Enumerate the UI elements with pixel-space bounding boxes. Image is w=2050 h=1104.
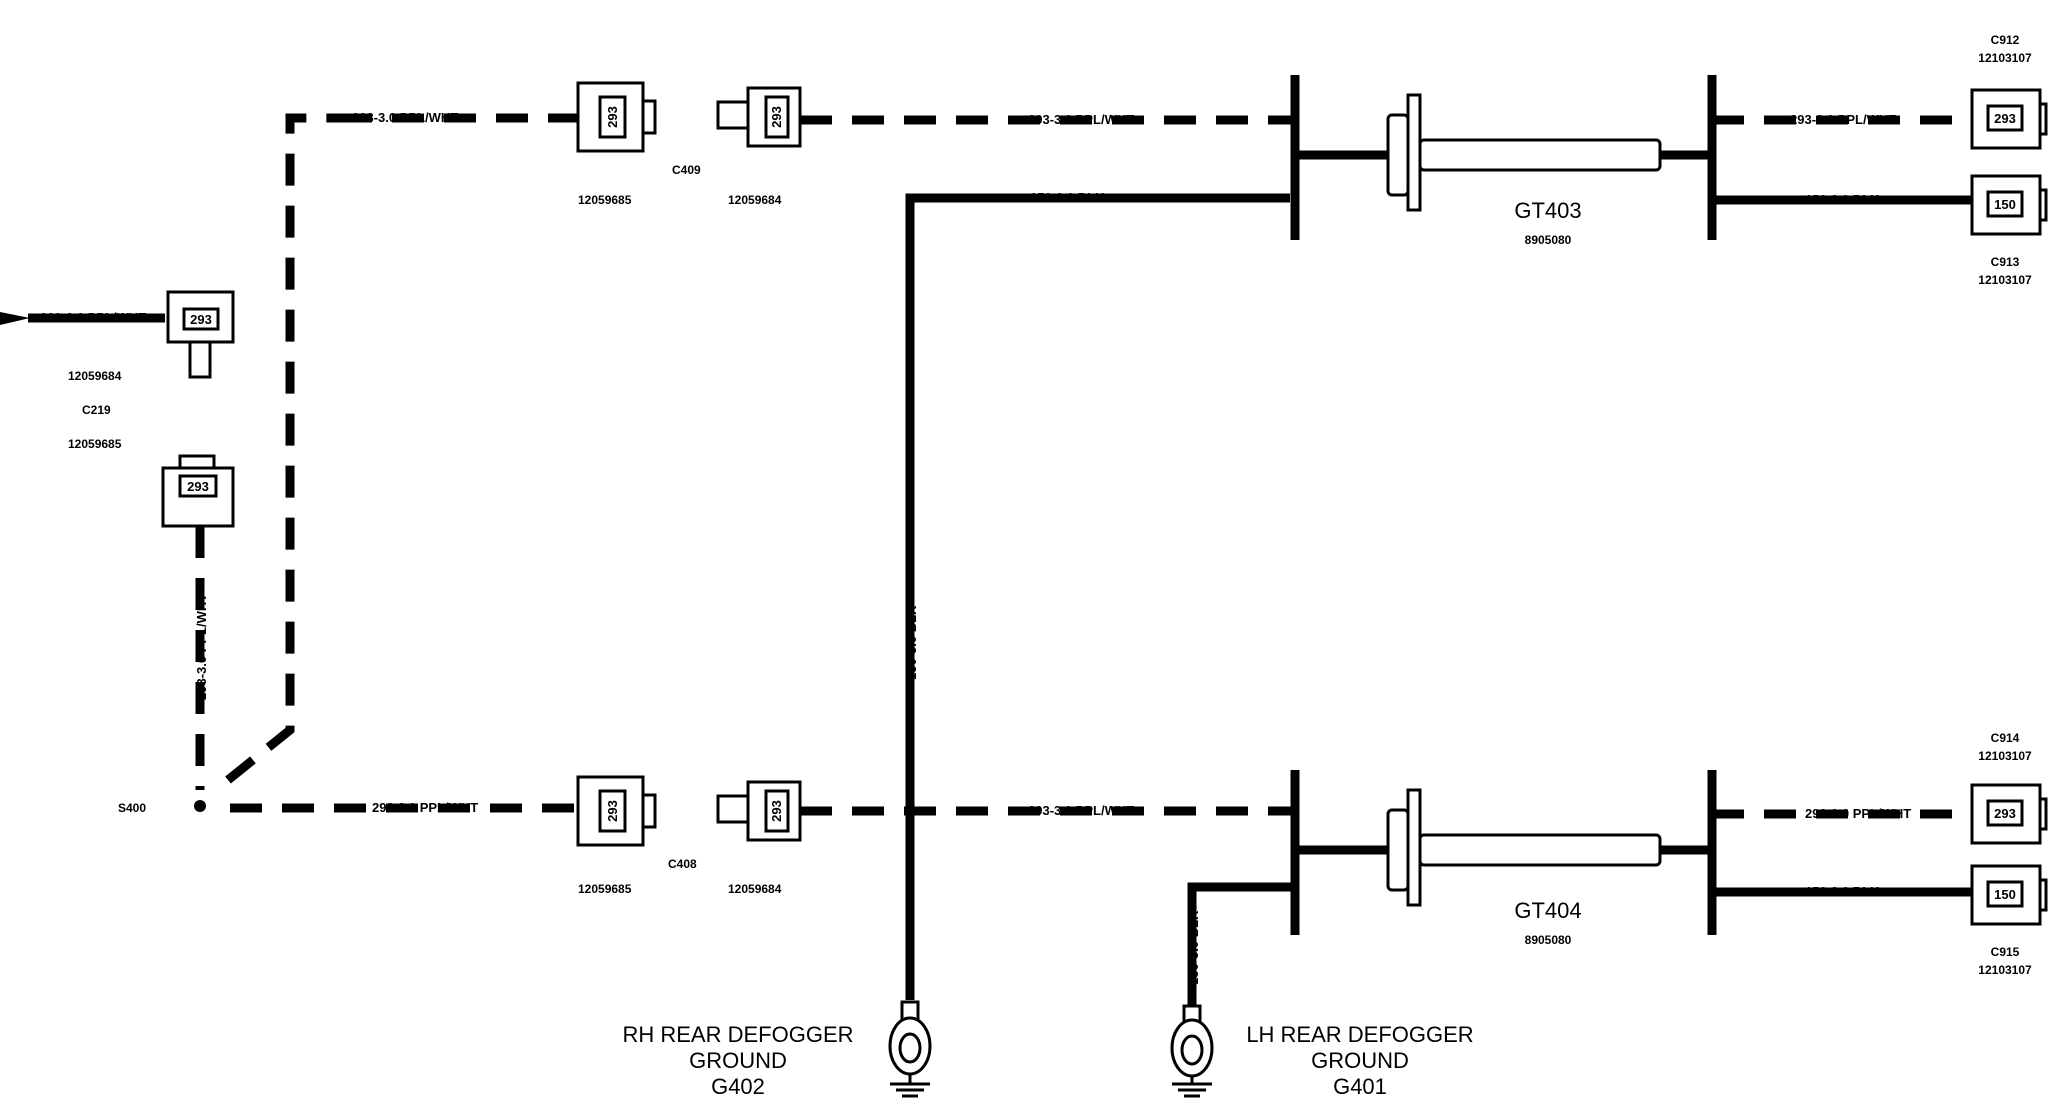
terminal-gt404 <box>1290 770 1717 935</box>
c915-id: C915 <box>1991 945 2020 959</box>
c408-id: C408 <box>668 857 697 871</box>
c219-bottom-pin: 293 <box>187 479 209 494</box>
c914-pin: 293 <box>1994 806 2016 821</box>
wire-splice-to-top <box>225 113 340 784</box>
c408-left-pin: 293 <box>605 800 620 822</box>
gt404-part: 8905080 <box>1525 933 1572 947</box>
wire-label-blk-vertical-lh: 150-3.0 BLK <box>1186 910 1201 985</box>
c409-part-left: 12059685 <box>578 193 632 207</box>
gt403-part: 8905080 <box>1525 233 1572 247</box>
gt404-id: GT404 <box>1514 898 1581 923</box>
c219-top-pin: 293 <box>190 312 212 327</box>
c408-right-pin: 293 <box>769 800 784 822</box>
wire-gt403-to-g402 <box>905 193 1290 1000</box>
c915-pin: 150 <box>1994 887 2016 902</box>
gt403-id: GT403 <box>1514 198 1581 223</box>
g402-label-line1: RH REAR DEFOGGER <box>622 1022 853 1047</box>
c219-id: C219 <box>82 403 111 417</box>
c409-left-pin: 293 <box>605 106 620 128</box>
wire-gt404-to-g401 <box>1187 882 1295 1010</box>
input-arrow <box>0 312 165 325</box>
wire-label-blk-vertical-rh: 150-3.0 BLK <box>904 605 919 680</box>
connector-c915 <box>1970 864 2048 926</box>
connector-c913 <box>1970 174 2048 236</box>
c913-pin: 150 <box>1994 197 2016 212</box>
connector-c912 <box>1970 88 2048 150</box>
g401-label-line2: GROUND <box>1311 1048 1409 1073</box>
wire-label-bottom-left: 293-3.0 PPL/WHT <box>372 800 478 815</box>
c913-id: C913 <box>1991 255 2020 269</box>
c219-part-top: 12059684 <box>68 369 122 383</box>
wire-label-top-right: 293-3.0 PPL/WHT <box>1028 112 1134 127</box>
c409-part-right: 12059684 <box>728 193 782 207</box>
c914-id: C914 <box>1991 731 2020 745</box>
c915-part: 12103107 <box>1978 963 2032 977</box>
splice-label: S400 <box>118 801 146 815</box>
wire-label-c914: 293-3.0 PPL/WHT <box>1805 806 1911 821</box>
connector-c219-top <box>166 290 235 379</box>
connector-c409-female <box>576 81 657 153</box>
g401-label-line1: LH REAR DEFOGGER <box>1246 1022 1473 1047</box>
g401-id: G401 <box>1333 1074 1387 1099</box>
wire-label-top-left: 293-3.0 PPL/WHT <box>352 110 458 125</box>
wire-label-c219-vertical: 293-3.0 PPL/WHT <box>194 594 209 700</box>
c409-id: C409 <box>672 163 701 177</box>
wire-label-bottom-right: 293-3.0 PPL/WHT <box>1028 803 1134 818</box>
c219-part-bottom: 12059685 <box>68 437 122 451</box>
connector-c219-bottom <box>161 454 235 528</box>
g402-id: G402 <box>711 1074 765 1099</box>
connector-c914 <box>1970 783 2048 845</box>
wire-label-blk-top: 150-3.0 BLK <box>1030 190 1105 205</box>
ground-g401-icon <box>1170 1004 1214 1098</box>
wire-label-c915: 150-3.0 BLK <box>1805 884 1880 899</box>
connector-c408-female <box>576 775 657 847</box>
g402-label-line2: GROUND <box>689 1048 787 1073</box>
ground-g402-icon <box>888 1000 932 1098</box>
c912-part: 12103107 <box>1978 51 2032 65</box>
wire-label-c913: 150-3.0 BLK <box>1805 192 1880 207</box>
c409-right-pin: 293 <box>769 106 784 128</box>
c408-part-right: 12059684 <box>728 882 782 896</box>
wire-label-c912: 293-3.0 PPL/WHT <box>1790 112 1896 127</box>
c408-part-left: 12059685 <box>578 882 632 896</box>
wire-label-input: 293-3.0 PPL/WHT <box>40 310 146 325</box>
c912-pin: 293 <box>1994 111 2016 126</box>
connector-c408-male <box>716 780 802 842</box>
splice-s400 <box>194 800 206 812</box>
connector-c409-male <box>716 86 802 148</box>
c913-part: 12103107 <box>1978 273 2032 287</box>
terminal-gt403 <box>1290 75 1717 240</box>
c914-part: 12103107 <box>1978 749 2032 763</box>
c912-id: C912 <box>1991 33 2020 47</box>
